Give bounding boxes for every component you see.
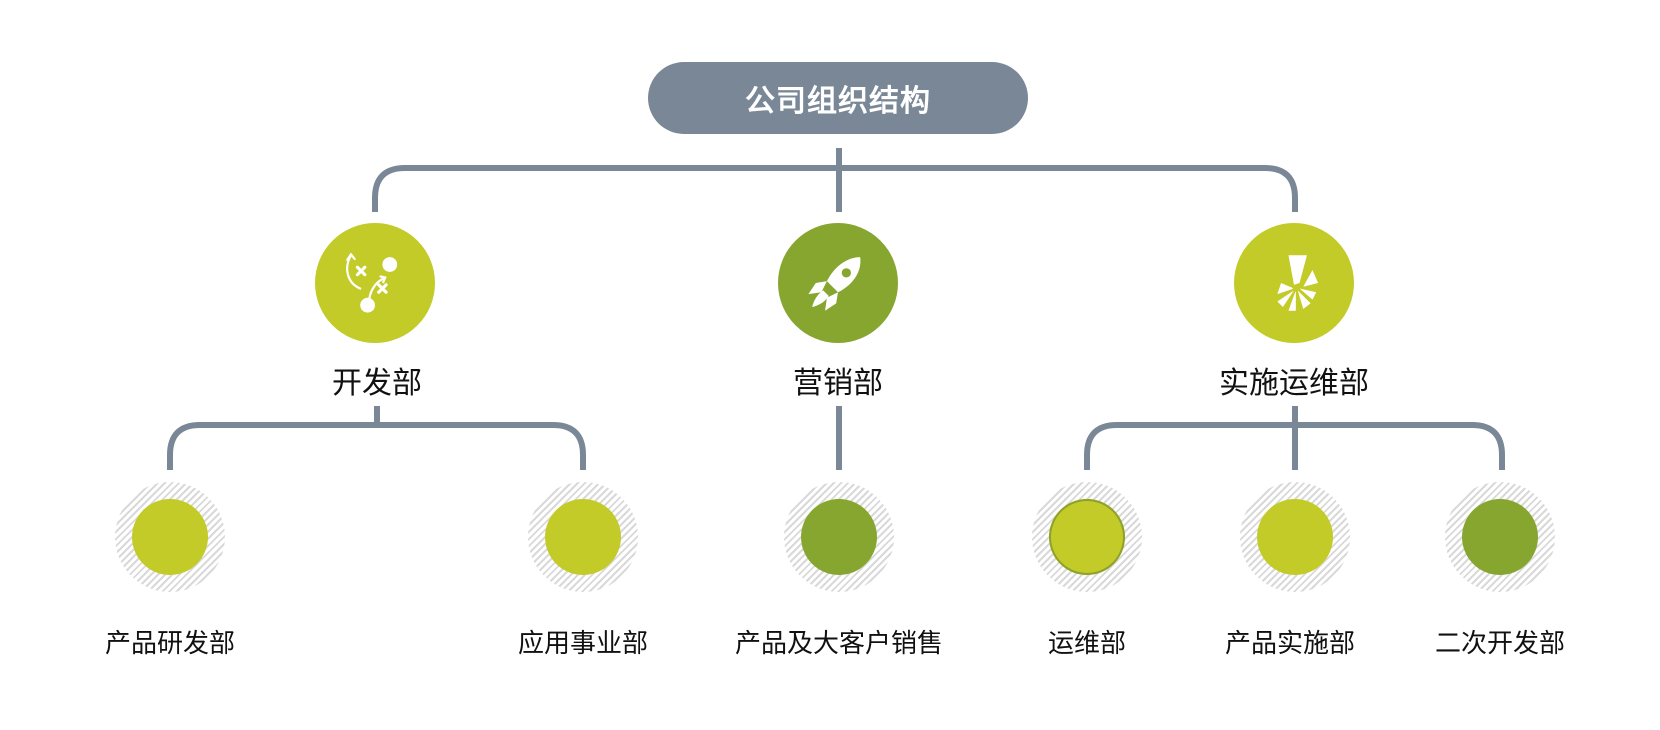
- sub-dept-app-label: 应用事业部: [517, 629, 648, 659]
- page-title: 公司组织结构: [648, 62, 1028, 134]
- rocket-icon: [808, 257, 861, 311]
- sub-dept-ops-node: [1032, 482, 1142, 592]
- sub-dept-impl-label: 产品实施部: [1224, 629, 1355, 659]
- dept-ops-circle: [1234, 223, 1354, 343]
- connector-ops-branch: [1084, 422, 1505, 470]
- connector-dev-branch: [167, 422, 586, 470]
- sub-dept-dev2-dot: [1462, 499, 1538, 575]
- dept-sales-circle: [778, 223, 898, 343]
- sub-dept-ops-dot: [1049, 499, 1125, 575]
- dept-sales-label: 营销部: [793, 366, 883, 401]
- radial-fan-icon: [1277, 255, 1319, 311]
- dept-dev-circle: [315, 223, 435, 343]
- sub-dept-rd-dot: [132, 499, 208, 575]
- sub-dept-dev2-node: [1445, 482, 1555, 592]
- connector-top-branch: [372, 165, 1298, 212]
- sub-dept-sales-label: 产品及大客户销售: [734, 629, 943, 659]
- sub-dept-impl-dot: [1257, 499, 1333, 575]
- sub-dept-app-dot: [545, 499, 621, 575]
- sub-dept-sales-dot: [801, 499, 877, 575]
- sub-dept-rd-node: [115, 482, 225, 592]
- strategy-play-icon: [346, 252, 398, 313]
- sub-dept-dev2-label: 二次开发部: [1434, 629, 1565, 659]
- sub-dept-app-node: [528, 482, 638, 592]
- sub-dept-impl-node: [1240, 482, 1350, 592]
- sub-dept-sales-node: [784, 482, 894, 592]
- dept-dev-label: 开发部: [332, 366, 422, 401]
- dept-ops-label: 实施运维部: [1219, 366, 1369, 401]
- sub-dept-rd-label: 产品研发部: [104, 629, 235, 659]
- sub-dept-ops-label: 运维部: [1047, 629, 1126, 659]
